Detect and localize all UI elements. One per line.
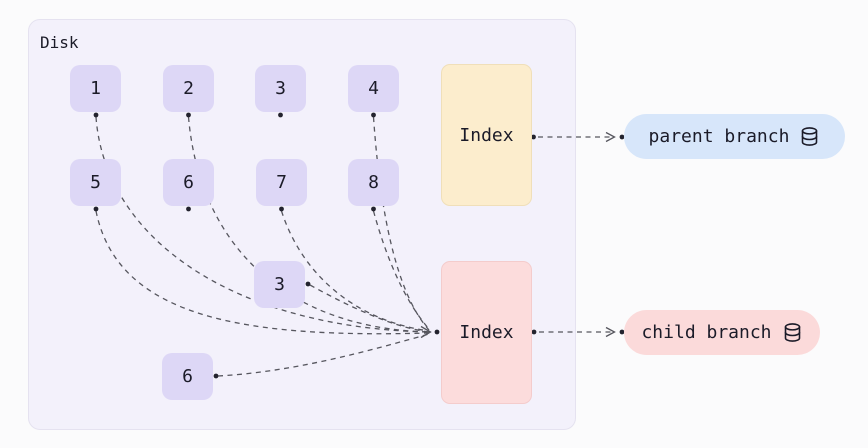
parent-branch-pill: parent branch bbox=[624, 114, 845, 159]
arrowhead-icon bbox=[605, 326, 616, 338]
connector-dot bbox=[93, 112, 99, 118]
child-branch-pill: child branch bbox=[624, 310, 820, 355]
parent-index-box: Index bbox=[441, 64, 532, 206]
child-index-box: Index bbox=[441, 261, 532, 404]
connector-dot bbox=[278, 112, 283, 118]
connector-dot bbox=[93, 206, 99, 212]
index-label: Index bbox=[459, 322, 514, 343]
connector-dot bbox=[186, 112, 191, 118]
page-box-label: 7 bbox=[276, 172, 287, 193]
connector-dot bbox=[371, 206, 376, 212]
page-box-3: 3 bbox=[255, 65, 306, 112]
page-box-label: 3 bbox=[274, 274, 285, 295]
disk-panel-label: Disk bbox=[40, 33, 79, 52]
connector-dot bbox=[186, 206, 191, 212]
page-box-6-child: 6 bbox=[162, 353, 213, 400]
edge-page-5-to-child-index bbox=[95, 210, 430, 335]
page-box-7: 7 bbox=[256, 159, 307, 206]
page-box-4: 4 bbox=[348, 65, 399, 112]
branch-label: child branch bbox=[641, 322, 772, 343]
connector-dot bbox=[213, 373, 219, 379]
connector-dot bbox=[531, 329, 537, 335]
page-box-label: 4 bbox=[368, 78, 379, 99]
edge-page-2-to-child-index bbox=[187, 116, 430, 333]
page-box-5: 5 bbox=[70, 159, 121, 206]
connector-dot bbox=[619, 329, 625, 335]
edge-page-4-to-child-index bbox=[372, 116, 430, 331]
database-icon bbox=[802, 127, 818, 146]
index-label: Index bbox=[459, 124, 514, 146]
page-box-label: 1 bbox=[90, 78, 101, 99]
connector-dot bbox=[434, 329, 440, 335]
edge-page-7-to-child-index bbox=[280, 210, 430, 332]
connector-dot bbox=[531, 134, 536, 140]
connector-dot bbox=[371, 112, 376, 118]
page-box-6: 6 bbox=[163, 159, 214, 206]
database-icon bbox=[784, 323, 800, 342]
arrowhead-icon bbox=[605, 131, 616, 143]
arrowhead-icon bbox=[420, 325, 432, 339]
page-box-3-child: 3 bbox=[254, 261, 305, 308]
connector-dot bbox=[305, 281, 311, 287]
page-box-label: 6 bbox=[182, 366, 193, 387]
page-box-label: 8 bbox=[368, 172, 379, 193]
page-box-label: 6 bbox=[183, 172, 194, 193]
page-box-label: 5 bbox=[90, 172, 101, 193]
edge-page-3-child-to-child-index bbox=[309, 284, 430, 333]
edge-page-8-to-child-index bbox=[372, 210, 430, 330]
page-box-2: 2 bbox=[163, 65, 214, 112]
branch-label: parent branch bbox=[648, 126, 790, 147]
page-box-8: 8 bbox=[348, 159, 399, 206]
connector-dot bbox=[619, 134, 625, 140]
edge-page-6-child-to-child-index bbox=[217, 333, 430, 377]
connector-dot bbox=[279, 206, 284, 212]
page-box-label: 2 bbox=[183, 78, 194, 99]
page-box-1: 1 bbox=[70, 65, 121, 112]
page-box-label: 3 bbox=[275, 78, 286, 99]
